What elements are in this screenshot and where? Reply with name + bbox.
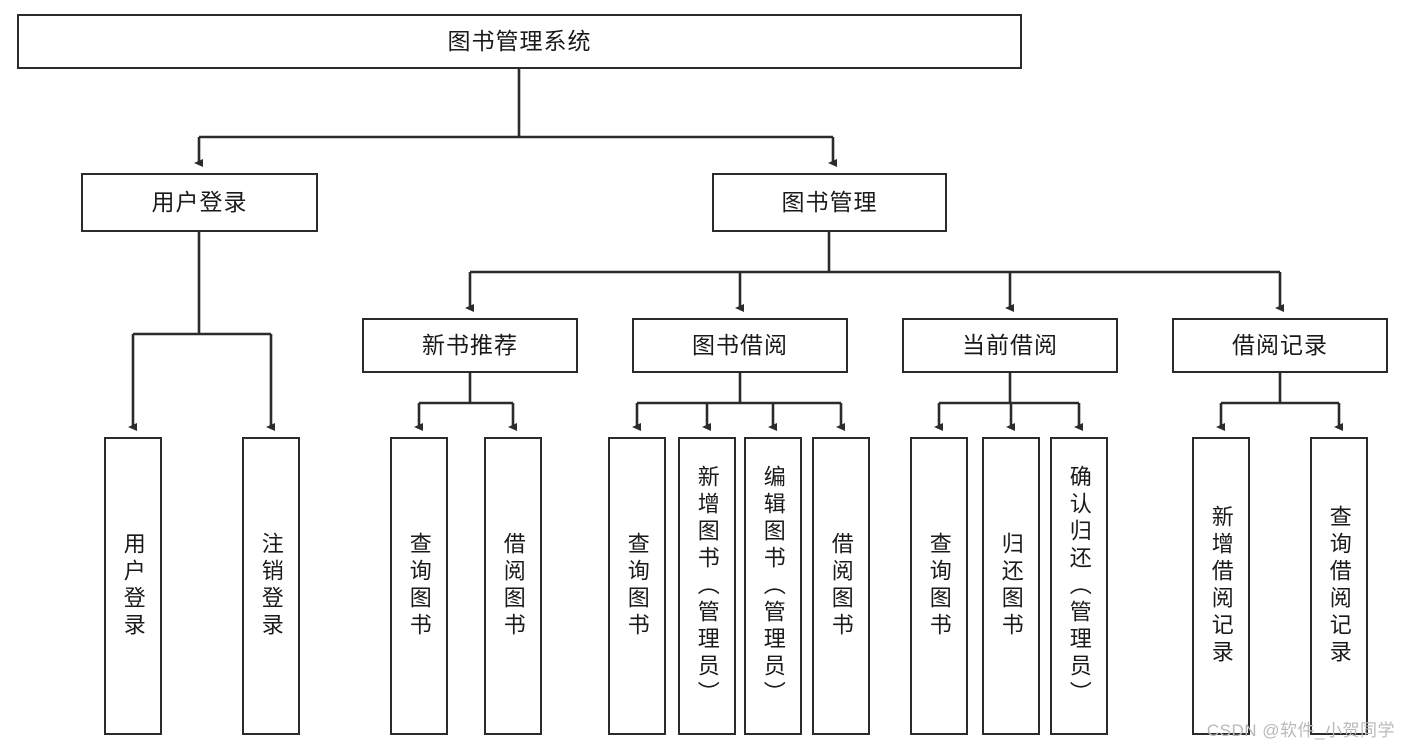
- node-borrow-records-label: 借阅记录: [1232, 332, 1328, 359]
- node-borrow-records[interactable]: 借阅记录: [1172, 318, 1388, 373]
- leaf-node[interactable]: 编辑图书（管理员）: [744, 437, 802, 735]
- node-user-login[interactable]: 用户登录: [81, 173, 318, 232]
- leaf-node-label: 用户登录: [120, 532, 146, 640]
- leaf-node[interactable]: 查询图书: [608, 437, 666, 735]
- leaf-node-label: 归还图书: [998, 532, 1024, 640]
- leaf-node-label: 查询借阅记录: [1326, 505, 1352, 667]
- leaf-node-label: 确认归还（管理员）: [1066, 464, 1092, 708]
- leaf-node-label: 注销登录: [258, 532, 284, 640]
- node-root-label: 图书管理系统: [447, 28, 592, 55]
- leaf-node[interactable]: 查询图书: [910, 437, 968, 735]
- leaf-node-label: 借阅图书: [828, 532, 854, 640]
- leaf-node-label: 借阅图书: [500, 532, 526, 640]
- node-book-borrow-label: 图书借阅: [692, 332, 788, 359]
- node-book-management-label: 图书管理: [781, 189, 878, 216]
- node-root[interactable]: 图书管理系统: [17, 14, 1022, 69]
- leaf-node-label: 编辑图书（管理员）: [760, 464, 786, 708]
- leaf-node[interactable]: 注销登录: [242, 437, 300, 735]
- leaf-node[interactable]: 借阅图书: [484, 437, 542, 735]
- leaf-node[interactable]: 新增图书（管理员）: [678, 437, 736, 735]
- leaf-node-label: 查询图书: [926, 532, 952, 640]
- leaf-node[interactable]: 新增借阅记录: [1192, 437, 1250, 735]
- node-book-borrow[interactable]: 图书借阅: [632, 318, 848, 373]
- leaf-node-label: 查询图书: [624, 532, 650, 640]
- leaf-node-label: 查询图书: [406, 532, 432, 640]
- leaf-node-label: 新增图书（管理员）: [694, 464, 720, 708]
- node-book-management[interactable]: 图书管理: [712, 173, 947, 232]
- leaf-node[interactable]: 查询图书: [390, 437, 448, 735]
- leaf-node[interactable]: 查询借阅记录: [1310, 437, 1368, 735]
- node-user-login-label: 用户登录: [151, 189, 248, 216]
- leaf-node-label: 新增借阅记录: [1208, 505, 1234, 667]
- node-current-borrow[interactable]: 当前借阅: [902, 318, 1118, 373]
- leaf-node[interactable]: 确认归还（管理员）: [1050, 437, 1108, 735]
- node-current-borrow-label: 当前借阅: [962, 332, 1058, 359]
- node-new-book-recommend[interactable]: 新书推荐: [362, 318, 578, 373]
- leaf-node[interactable]: 归还图书: [982, 437, 1040, 735]
- node-new-book-recommend-label: 新书推荐: [422, 332, 518, 359]
- leaf-node[interactable]: 借阅图书: [812, 437, 870, 735]
- watermark: CSDN @软件_小贺同学: [1206, 721, 1395, 740]
- leaf-node[interactable]: 用户登录: [104, 437, 162, 735]
